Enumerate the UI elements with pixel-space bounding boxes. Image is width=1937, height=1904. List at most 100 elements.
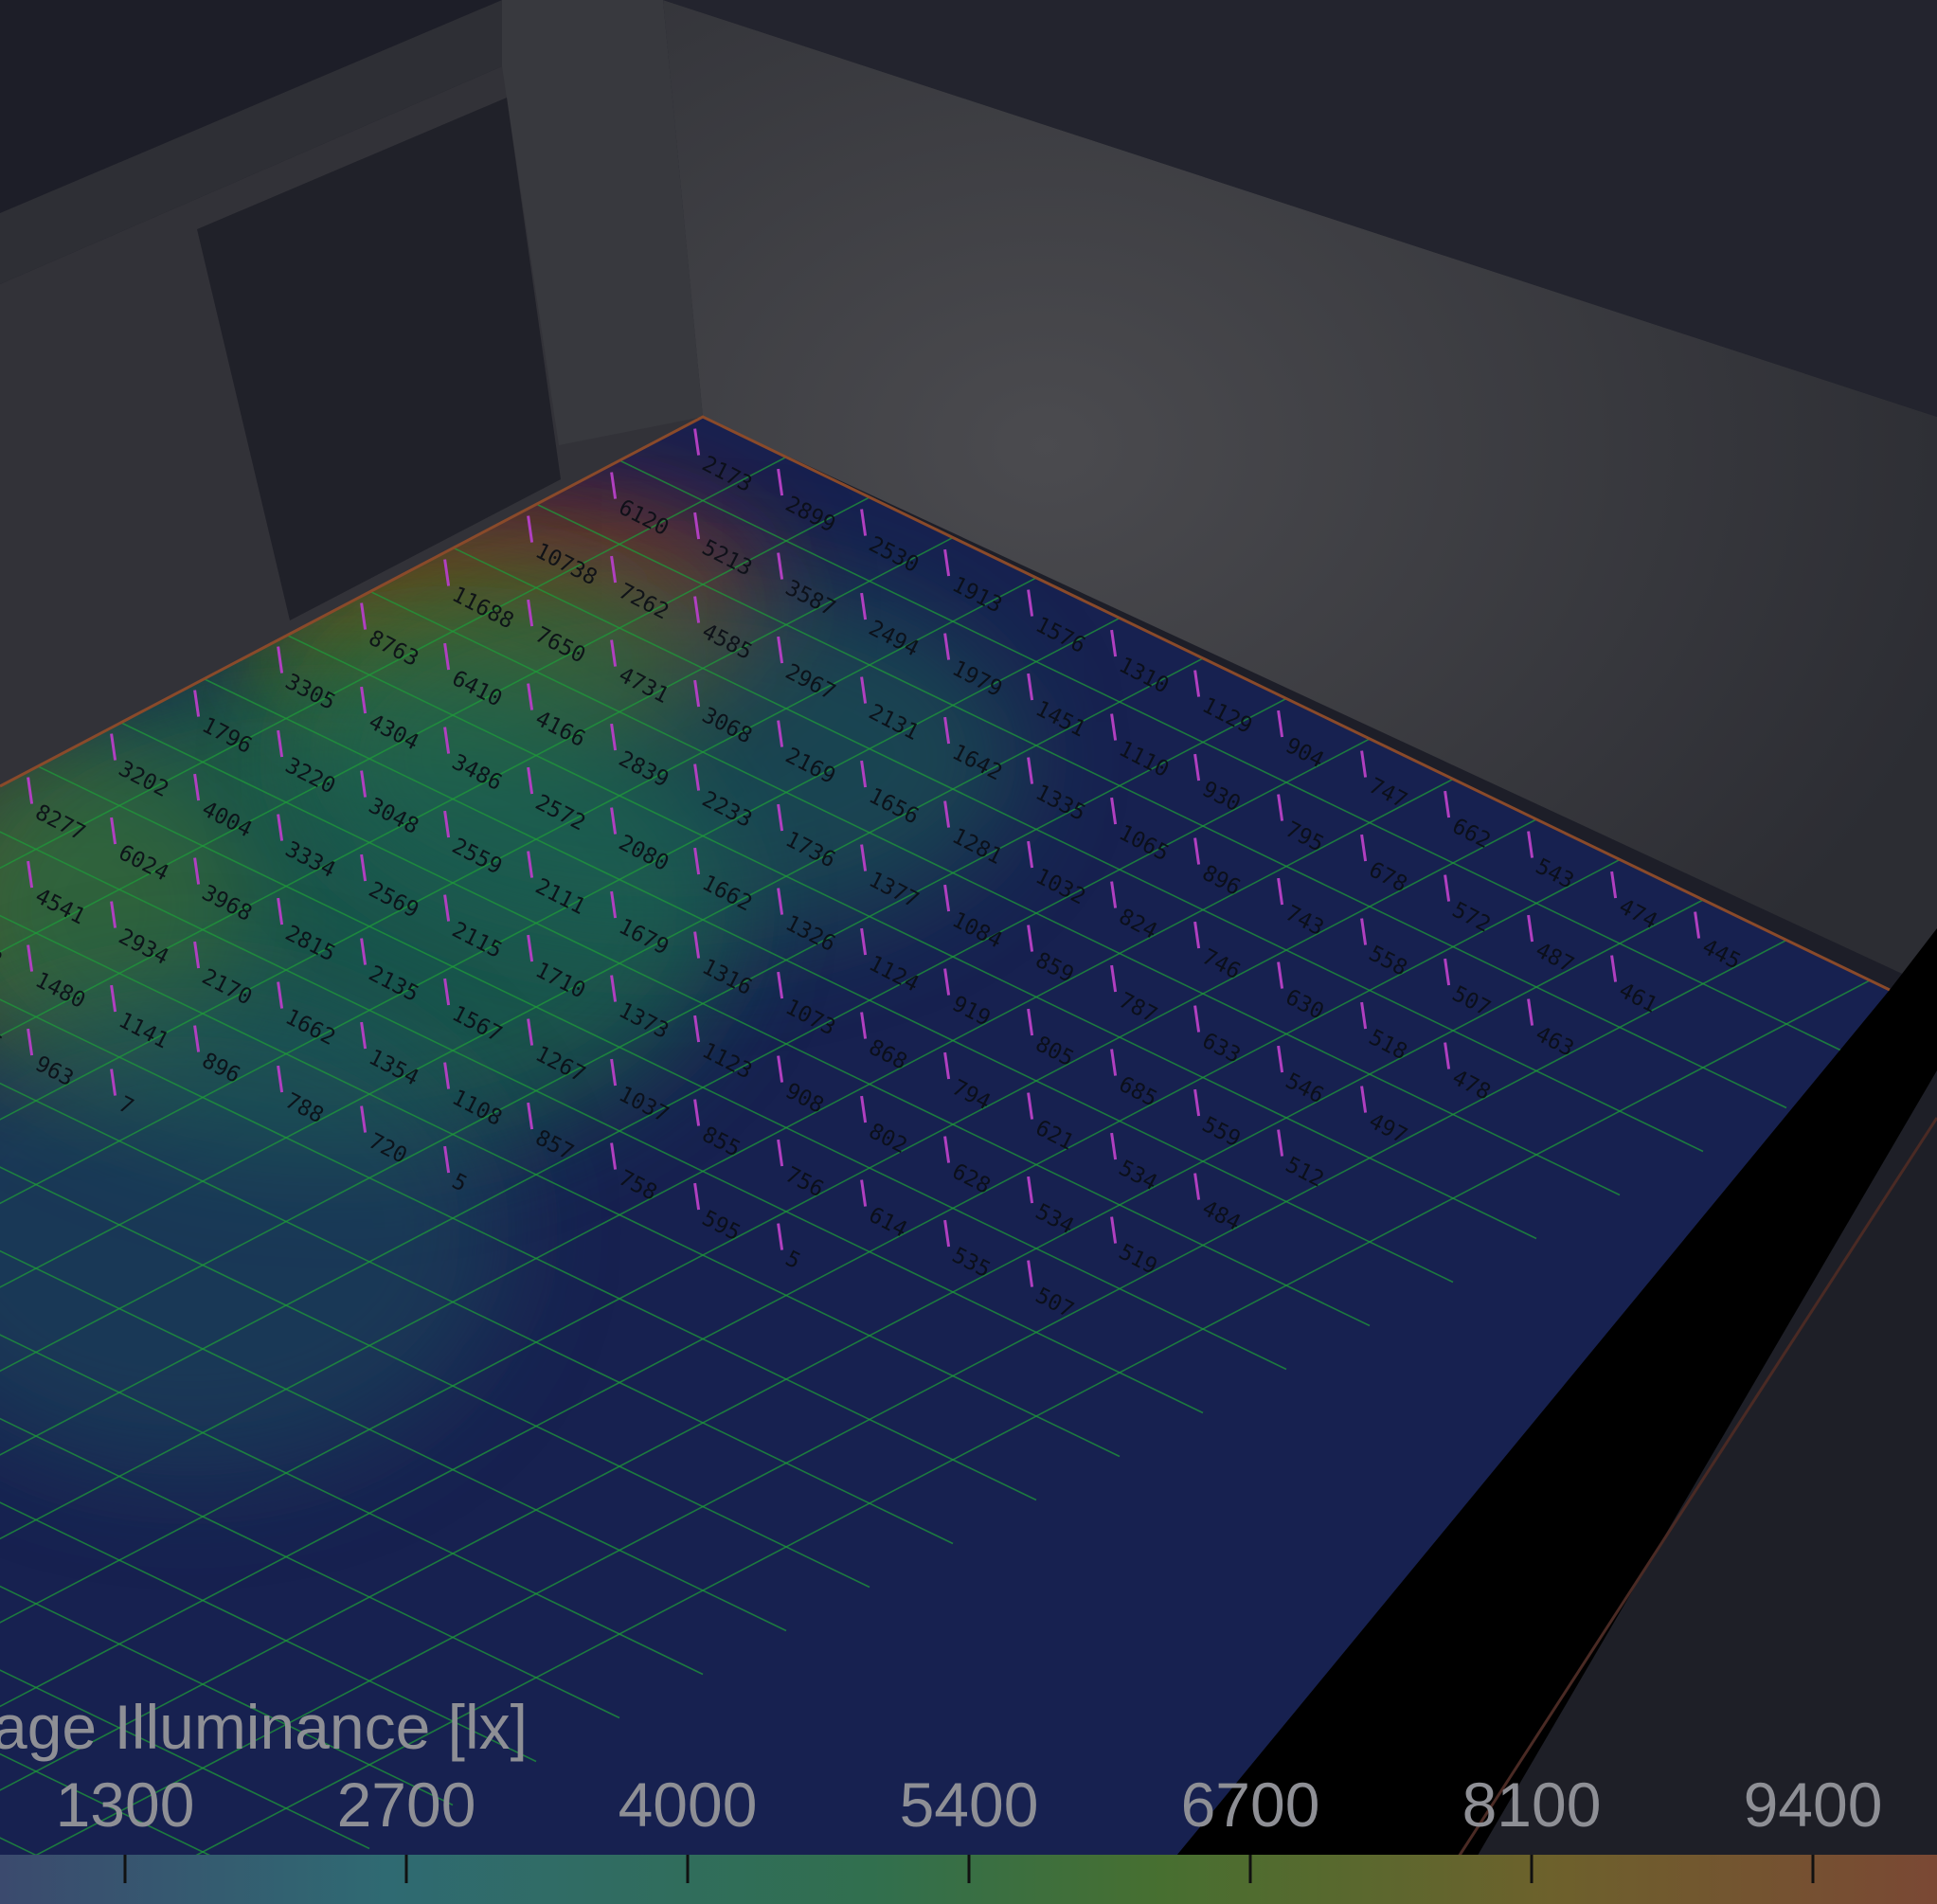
legend-tick-label: 4000 <box>619 1769 758 1840</box>
sensor-marker <box>777 971 784 999</box>
sensor-marker <box>110 817 117 845</box>
sensor-marker <box>443 727 451 754</box>
sensor-marker <box>943 800 951 828</box>
sensor-marker <box>1444 790 1451 818</box>
sensor-marker <box>777 888 784 915</box>
sensor-marker <box>1193 753 1201 781</box>
sensor-marker <box>193 1025 201 1052</box>
sensor-marker <box>527 683 534 710</box>
upper-right-wall <box>663 0 1937 417</box>
sensor-marker <box>943 884 951 912</box>
grid-line <box>0 855 1787 1859</box>
section-edge-line <box>1457 1117 1937 1858</box>
sensor-marker <box>1193 670 1201 697</box>
sensor-marker <box>1027 673 1034 701</box>
grid-line <box>0 898 954 1545</box>
grid-line <box>0 1029 704 1676</box>
sensor-marker <box>860 1179 868 1207</box>
sensor-marker <box>1444 1042 1451 1069</box>
sensor-marker <box>943 1136 951 1163</box>
sensor-marker <box>1110 1216 1118 1244</box>
sensor-marker <box>1027 1176 1034 1204</box>
sensor-marker <box>443 1145 451 1174</box>
grid-line <box>0 895 1871 1900</box>
sensor-marker <box>443 978 451 1006</box>
sensor-marker <box>1277 710 1284 738</box>
sensor-marker <box>27 777 34 804</box>
sensor-marker <box>610 639 618 667</box>
grid-line <box>0 985 787 1632</box>
sensor-marker <box>443 894 451 922</box>
sensor-marker <box>1444 874 1451 902</box>
sensor-marker <box>443 642 451 671</box>
sensor-marker <box>527 515 534 543</box>
sensor-marker <box>1027 840 1034 869</box>
grid-line <box>452 462 1787 1109</box>
sensor-marker <box>1277 877 1284 906</box>
sensor-marker <box>360 1105 368 1133</box>
sensor-marker <box>860 509 868 536</box>
grid-line <box>0 1072 620 1719</box>
sensor-marker <box>610 1142 618 1170</box>
left-wall-upper <box>0 0 502 284</box>
sensor-marker <box>693 763 701 791</box>
grid-line <box>118 637 1454 1284</box>
sensor-marker <box>110 1069 117 1096</box>
grid-line <box>285 549 1621 1196</box>
sensor-marker <box>527 766 534 795</box>
grid-line <box>0 942 870 1589</box>
sensor-marker <box>193 857 201 885</box>
sensor-marker <box>27 860 34 889</box>
sensor-marker <box>860 760 868 788</box>
sensor-marker <box>1277 961 1284 989</box>
sensor-marker <box>1277 1045 1284 1073</box>
sensor-marker <box>527 1102 534 1130</box>
grid-line <box>0 1203 370 1850</box>
grid-line <box>0 417 870 1417</box>
legend-tick-label: 9400 <box>1744 1769 1883 1840</box>
sensor-marker <box>860 927 868 956</box>
sensor-marker <box>943 633 951 660</box>
sensor-marker <box>443 1062 451 1089</box>
sensor-marker <box>610 472 618 499</box>
grid-line <box>0 614 1287 1618</box>
grid-line <box>0 724 1287 1371</box>
grid-line <box>202 593 1537 1240</box>
sensor-marker <box>860 676 868 704</box>
grid-line <box>0 1159 454 1806</box>
sensor-marker <box>110 984 117 1013</box>
sensor-marker <box>1193 1005 1201 1033</box>
sensor-marker <box>610 723 618 751</box>
sensor-marker <box>1110 881 1118 908</box>
legend-tick-label: 6700 <box>1181 1769 1320 1840</box>
sensor-marker <box>360 602 368 630</box>
sensor-marker <box>610 890 618 919</box>
sensor-marker <box>1360 834 1368 862</box>
sensor-marker <box>277 981 284 1009</box>
window-opening <box>197 98 561 620</box>
grid-line <box>0 1116 537 1763</box>
sensor-marker <box>777 720 784 747</box>
grid-line <box>0 815 1704 1820</box>
sensor-marker <box>1277 1129 1284 1157</box>
sensor-marker <box>693 428 701 456</box>
sensor-marker <box>1027 757 1034 784</box>
grid-line <box>535 419 1871 1066</box>
legend-tick-label: 2700 <box>337 1769 476 1840</box>
sensor-marker <box>1444 958 1451 986</box>
sensor-marker <box>777 636 784 664</box>
sensor-marker <box>777 803 784 832</box>
sensor-marker <box>1610 955 1618 982</box>
sensor-marker <box>1193 1173 1201 1200</box>
sensor-marker <box>1360 750 1368 778</box>
sensor-marker <box>1694 911 1701 939</box>
sensor-marker <box>943 548 951 577</box>
grid-line <box>0 453 954 1457</box>
sensor-marker <box>1277 794 1284 821</box>
sensor-marker <box>1527 914 1534 943</box>
sensor-marker <box>1193 1088 1201 1117</box>
sensor-marker <box>277 1065 284 1093</box>
sensor-marker <box>360 770 368 798</box>
